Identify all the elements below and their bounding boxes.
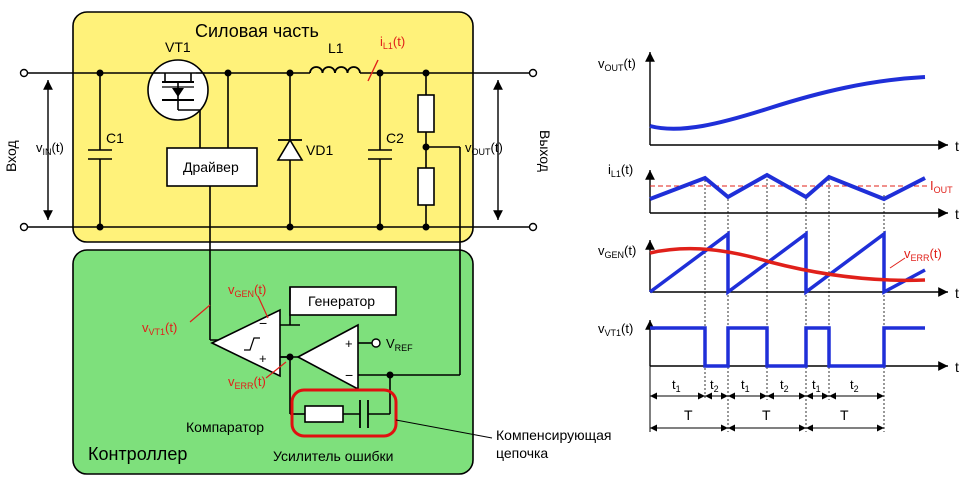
label-vt1: VT1 (165, 39, 191, 55)
label-l1: L1 (328, 40, 344, 56)
svg-text:t1: t1 (672, 377, 681, 394)
label-vin: vIN(t) (36, 140, 64, 157)
svg-text:t: t (955, 138, 959, 154)
label-vd1: VD1 (306, 142, 333, 158)
graph-label-vvt1: vVT1(t) (598, 321, 633, 338)
verr-trace (649, 246, 926, 283)
svg-text:t1: t1 (812, 377, 821, 394)
power-wiring (24, 72, 533, 376)
power-block-title: Силовая часть (195, 21, 319, 41)
svg-text:−: − (345, 367, 353, 383)
label-error-amp: Усилитель ошибки (273, 448, 394, 464)
interval-labels: t1 t2 t1 t2 t1 t2 T T T (672, 377, 859, 423)
svg-text:−: − (259, 315, 267, 331)
label-c2: C2 (386, 130, 404, 146)
vout-trace (649, 75, 926, 131)
svg-text:+: + (345, 336, 353, 351)
label-compensation-1: Компенсирующая (496, 427, 612, 443)
generator-block (289, 286, 397, 316)
time-labels: t t t t (955, 138, 959, 375)
il1-trace (649, 172, 926, 202)
svg-text:t2: t2 (780, 377, 789, 394)
vref-terminal (371, 338, 381, 348)
vgen-trace (648, 230, 926, 296)
svg-text:t2: t2 (710, 377, 719, 394)
current-indicator (367, 59, 379, 82)
svg-text:+: + (259, 351, 267, 366)
label-c1: C1 (106, 130, 124, 146)
inductor-l1 (309, 66, 361, 74)
label-comparator: Компаратор (186, 419, 264, 435)
graph-label-vout: vOUT(t) (598, 56, 636, 73)
label-vref: VREF (386, 336, 413, 353)
svg-text:t: t (955, 285, 959, 301)
svg-text:T: T (840, 407, 849, 423)
label-vvt1: vVT1(t) (142, 320, 177, 337)
label-output: Выход (537, 130, 553, 172)
compensation-pointer (395, 419, 493, 439)
vvt1-trace (650, 326, 925, 368)
svg-text:t: t (955, 206, 959, 222)
graph-label-verr: vERR(t) (904, 246, 942, 263)
comp-resistor (304, 405, 344, 423)
junction-dots (96, 69, 430, 379)
transistor-vt1 (147, 59, 209, 121)
resistor-bottom (417, 167, 435, 206)
graph-label-il1: iL1(t) (608, 162, 633, 179)
terminals (19, 68, 538, 232)
label-verr: vERR(t) (228, 374, 266, 391)
error-amplifier: + − (296, 323, 359, 391)
diode-vd1 (276, 138, 304, 161)
label-driver: Драйвер (183, 159, 239, 175)
label-il1: iL1(t) (380, 34, 405, 51)
svg-text:t: t (955, 359, 959, 375)
label-vout: vOUT(t) (465, 140, 503, 157)
interval-arrows (649, 366, 884, 432)
svg-text:t2: t2 (850, 377, 859, 394)
label-vgen: vGEN(t) (228, 282, 266, 299)
comparator: − + (210, 308, 281, 378)
resistor-top (417, 94, 435, 133)
label-iout: IOUT (930, 178, 953, 195)
label-generator: Генератор (308, 293, 375, 309)
svg-text:T: T (684, 407, 693, 423)
svg-text:T: T (762, 407, 771, 423)
svg-text:t1: t1 (741, 377, 750, 394)
graph-label-vgen: vGEN(t) (598, 243, 636, 260)
power-block (72, 11, 474, 243)
label-compensation-2: цепочка (496, 445, 548, 461)
compensation-highlight (290, 388, 398, 438)
label-input: Вход (3, 140, 19, 172)
controller-block-title: Контроллер (88, 444, 187, 464)
driver-block (166, 147, 258, 187)
